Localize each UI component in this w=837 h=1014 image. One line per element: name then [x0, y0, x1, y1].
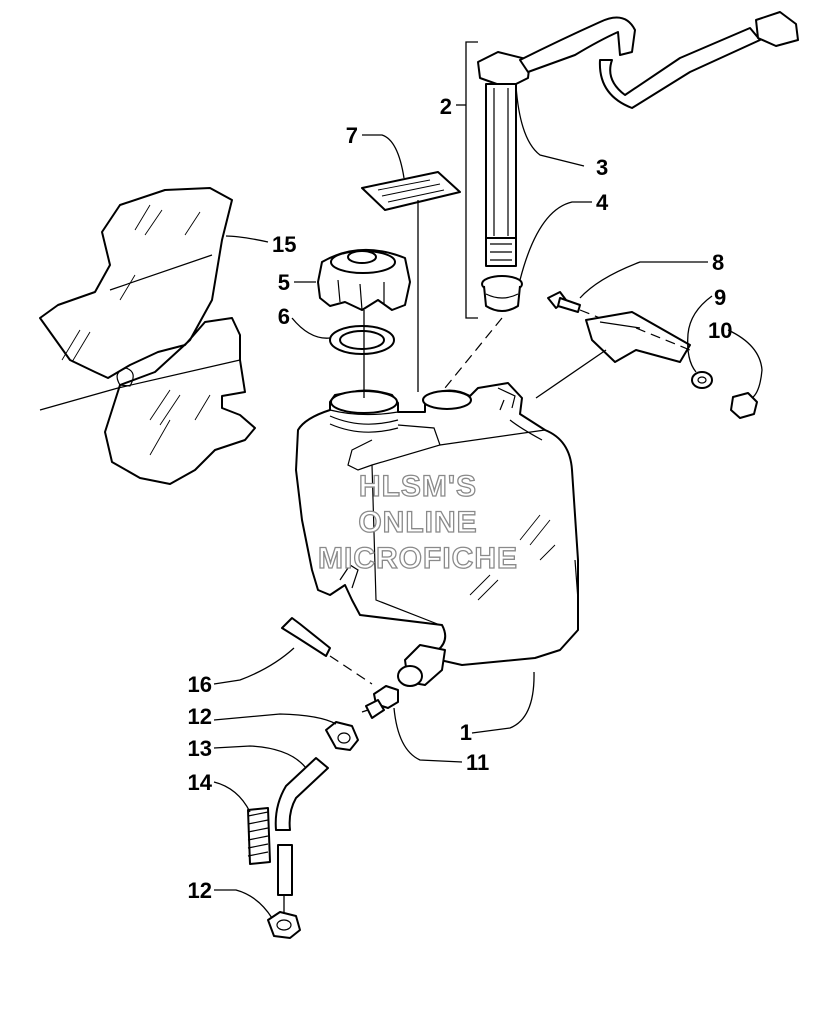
assembly-line-bracket: [535, 349, 607, 399]
callout-7: 7: [346, 123, 358, 148]
part-8-bolt: [547, 291, 581, 313]
callout-4: 4: [596, 190, 609, 215]
part-6-gasket: [329, 325, 395, 355]
watermark-line-2: ONLINE: [358, 506, 477, 539]
part-10-nut: [730, 392, 758, 419]
assembly-line-8: [579, 309, 691, 351]
mount-bracket: [585, 311, 691, 363]
callout-10: 10: [708, 318, 732, 343]
part-7-decal: [361, 171, 461, 211]
callout-8: 8: [712, 250, 724, 275]
callout-11: 11: [466, 750, 489, 775]
assembly-line-16: [329, 655, 373, 685]
watermark-line-1: HLSM'S: [359, 470, 477, 503]
callout-1: 1: [460, 720, 472, 745]
leader-lines: [213, 85, 763, 919]
callout-14: 14: [188, 770, 213, 795]
part-16-clip: [281, 617, 331, 657]
part-15-shield: [39, 187, 256, 485]
part-12-clamp-upper: [325, 721, 359, 751]
part-9-washer: [691, 371, 713, 389]
bracket-2: [465, 41, 478, 319]
part-1-fuel-tank: [295, 382, 579, 666]
part-14-spring: [247, 807, 271, 865]
part-5-fuel-cap: [317, 249, 411, 311]
callout-9: 9: [714, 285, 726, 310]
callout-12-upper: 12: [188, 704, 212, 729]
callout-12-lower: 12: [188, 878, 212, 903]
watermark: HLSM'S ONLINE MICROFICHE: [317, 469, 518, 575]
watermark-line-3: MICROFICHE: [318, 542, 518, 575]
tank-outlet: [397, 644, 446, 687]
part-12-clamp-lower: [267, 911, 301, 939]
callout-5: 5: [278, 270, 290, 295]
callout-3: 3: [596, 155, 608, 180]
callout-2: 2: [440, 94, 452, 119]
assembly-line-4: [444, 317, 503, 389]
part-11-fitting: [361, 685, 399, 719]
callout-15: 15: [272, 232, 296, 257]
callout-16: 16: [188, 672, 212, 697]
callout-13: 13: [188, 736, 212, 761]
part-4-grommet: [481, 275, 523, 312]
part-3-fuel-gauge-sender: [477, 11, 799, 267]
callout-labels: 1 2 3 4 5 6 7 8 9 10 11 12 13 14 15 12 1…: [188, 94, 733, 903]
part-13-hose: [274, 757, 329, 896]
callout-6: 6: [278, 304, 290, 329]
